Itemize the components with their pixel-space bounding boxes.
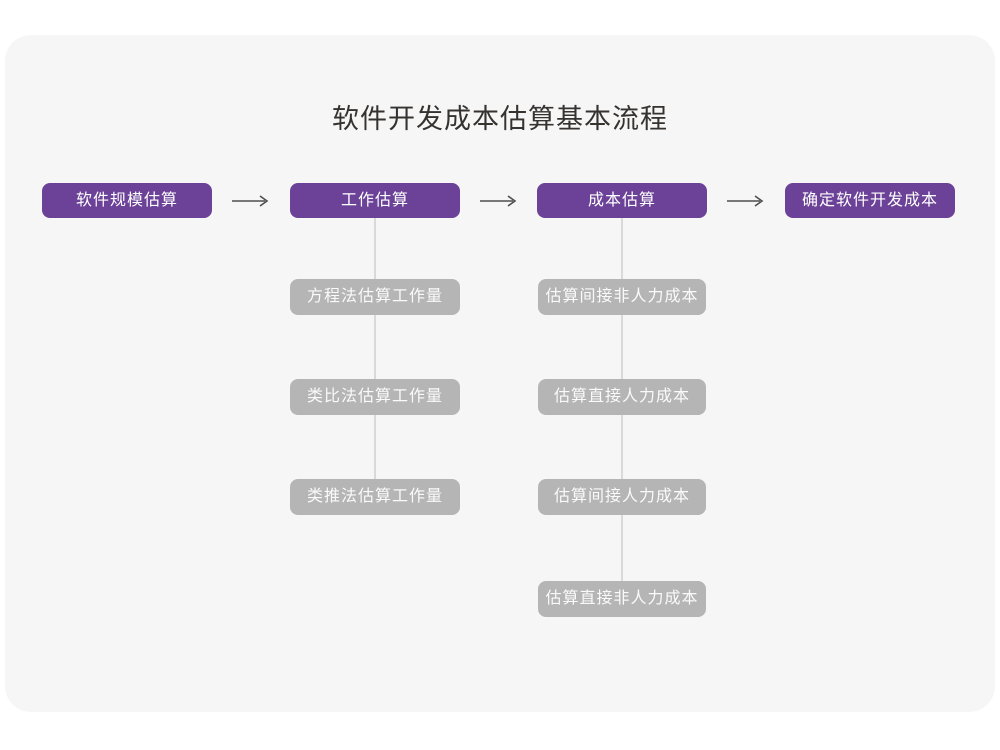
right-arrow-icon bbox=[727, 195, 764, 207]
flow-node-cost-estimation: 成本估算 bbox=[537, 183, 707, 218]
right-arrow-icon bbox=[232, 195, 269, 207]
diagram-card bbox=[5, 35, 995, 712]
connector-line-work-estimation bbox=[374, 218, 376, 498]
sub-node-direct-labor-cost: 估算直接人力成本 bbox=[538, 379, 706, 415]
flow-node-software-scale-estimation: 软件规模估算 bbox=[42, 183, 212, 218]
sub-node-direct-nonlabor-cost: 估算直接非人力成本 bbox=[538, 581, 706, 617]
sub-node-indirect-nonlabor-cost: 估算间接非人力成本 bbox=[538, 279, 706, 315]
diagram-title: 软件开发成本估算基本流程 bbox=[332, 104, 668, 134]
flow-node-work-estimation: 工作估算 bbox=[290, 183, 460, 218]
right-arrow-icon bbox=[480, 195, 517, 207]
sub-node-indirect-labor-cost: 估算间接人力成本 bbox=[538, 479, 706, 515]
flow-node-determine-development-cost: 确定软件开发成本 bbox=[785, 183, 955, 218]
sub-node-analogy-method: 类比法估算工作量 bbox=[290, 379, 460, 415]
sub-node-equation-method: 方程法估算工作量 bbox=[290, 279, 460, 315]
sub-node-extrapolation-method: 类推法估算工作量 bbox=[290, 479, 460, 515]
